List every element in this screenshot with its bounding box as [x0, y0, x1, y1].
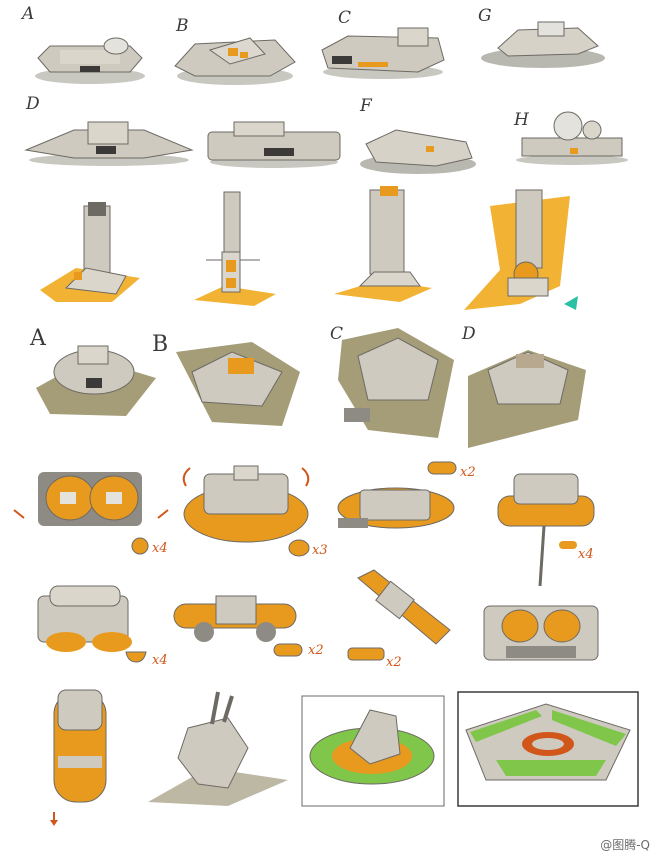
multiplier-2: x3 [312, 543, 328, 558]
pod-6-icon [273, 643, 303, 657]
module-1-sketch [13, 472, 169, 526]
pod-7-icon [347, 647, 385, 661]
label-row4-a: A [30, 326, 46, 351]
label-row4-b: B [152, 332, 169, 357]
base-a-sketch [36, 345, 156, 416]
label-row1-a: A [22, 4, 35, 24]
module-6-sketch [173, 595, 297, 642]
multiplier-3: x2 [460, 465, 476, 480]
ship-d-sketch [24, 121, 194, 166]
pod-4-icon [559, 541, 577, 549]
tower-1-sketch [40, 202, 140, 302]
tower-3-sketch [334, 186, 432, 302]
label-row1-g: G [478, 6, 492, 26]
module-5-sketch [37, 585, 132, 652]
ship-g-sketch [481, 21, 605, 68]
tower-2-sketch [194, 191, 276, 306]
label-row4-d: D [462, 324, 476, 344]
pod-3-icon [427, 461, 457, 475]
base-b-sketch [176, 342, 300, 426]
label-row2-d: D [26, 94, 40, 114]
module-4-sketch [497, 473, 595, 587]
module-2-sketch [182, 465, 310, 543]
ship-c-sketch [321, 27, 445, 79]
base-d-sketch [468, 350, 586, 448]
module-8-sketch [483, 605, 599, 661]
ship-f-sketch [360, 129, 476, 174]
multiplier-6: x2 [308, 643, 324, 658]
watermark: @图腾-Q [600, 838, 650, 852]
landing-pad-2-sketch [457, 691, 639, 807]
label-row2-f: F [360, 96, 372, 116]
multiplier-1: x4 [152, 541, 168, 556]
multiplier-4: x4 [578, 547, 594, 562]
ship-a-sketch [35, 37, 145, 84]
multiplier-5: x4 [152, 653, 168, 668]
ship-e-sketch [207, 121, 341, 168]
tower-4-sketch [464, 189, 578, 310]
multiplier-7: x2 [386, 655, 402, 670]
label-row4-c: C [330, 324, 344, 344]
turret-sketch [148, 691, 288, 806]
base-c-sketch [338, 328, 454, 438]
pod-5-icon [125, 651, 147, 663]
label-row1-c: C [338, 8, 352, 28]
module-3-sketch [337, 487, 455, 529]
landing-pad-1-sketch [301, 695, 445, 807]
label-row2-h: H [514, 110, 529, 130]
ship-b-sketch [174, 37, 296, 85]
pod-2-icon [288, 539, 310, 557]
label-row1-b: B [176, 16, 189, 36]
module-7-sketch [357, 569, 451, 645]
vertical-module-sketch [50, 689, 107, 826]
pod-1-icon [131, 537, 149, 555]
ship-h-sketch [516, 111, 628, 165]
